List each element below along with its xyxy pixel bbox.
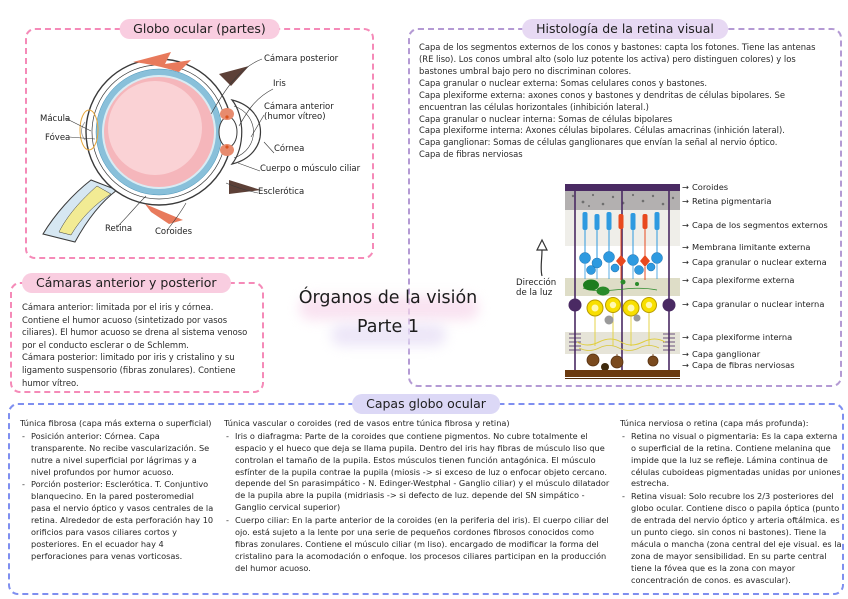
histologia-paragraph: Capa granular o nuclear interna: Somas d…	[419, 113, 673, 124]
leader-lines	[64, 58, 275, 230]
histologia-text: Capa de los segmentos externos de los co…	[419, 42, 831, 161]
camaras-line: Cámara posterior: limitado por iris y cr…	[22, 352, 236, 388]
arrow-right-icon	[682, 275, 692, 285]
column-tunica-vascular: Túnica vascular o coroides (red de vasos…	[224, 418, 612, 587]
title-highlight-pink	[299, 296, 479, 320]
arrow-right-icon	[682, 360, 692, 370]
eye-diagram	[42, 52, 275, 243]
retina-layer-label: Capa de fibras nerviosas	[682, 360, 795, 370]
label-macula: Mácula	[40, 114, 71, 124]
capas-section-title: Capas globo ocular	[352, 394, 500, 415]
arrow-right-icon	[682, 196, 692, 206]
retina-layer-label: Capa ganglionar	[682, 349, 760, 359]
column-tunica-nerviosa: Túnica nerviosa o retina (capa más profu…	[620, 418, 842, 587]
histologia-paragraph: Capa ganglionar: Somas de células gangli…	[419, 137, 778, 148]
retina-layer-label: Retina pigmentaria	[682, 196, 771, 206]
label-esclerotica: Esclerótica	[258, 187, 305, 197]
arrow-right-icon	[682, 220, 692, 230]
label-cuerpo-ciliar: Cuerpo o músculo ciliar	[260, 164, 361, 174]
histologia-section-title: Histología de la retina visual	[522, 19, 728, 40]
column-header: Túnica fibrosa (capa más externa o super…	[20, 418, 212, 428]
retina-layer-label: Capa plexiforme externa	[682, 275, 795, 285]
arrow-right-icon	[682, 349, 692, 359]
retina-layer-label: Capa de los segmentos externos	[682, 220, 828, 230]
column-header: Túnica nerviosa o retina (capa más profu…	[620, 418, 809, 428]
camaras-section-title: Cámaras anterior y posterior	[22, 273, 231, 294]
histologia-section: Histología de la retina visual Capa de l…	[408, 19, 842, 387]
arrow-right-icon	[682, 242, 692, 252]
page-title-line2: Parte 1	[356, 316, 419, 337]
camaras-section: Cámaras anterior y posterior Cámara ante…	[10, 273, 264, 393]
histologia-paragraph: Capa granular o nuclear externa: Somas c…	[419, 77, 708, 88]
light-direction-label: Dirección de la luz	[516, 278, 557, 299]
histologia-paragraph: Capa plexiforme interna: Axones células …	[419, 125, 785, 136]
page-title-line1: Órganos de la visión	[298, 288, 478, 308]
label-iris: Iris	[273, 79, 286, 89]
globo-ocular-section: Globo ocular (partes)	[25, 19, 374, 259]
title-highlight-lavender	[331, 324, 446, 346]
histologia-paragraph: Capa de fibras nerviosas	[419, 149, 523, 160]
retina-layers-diagram	[565, 184, 680, 379]
column-item: Posición anterior: Córnea. Capa transpar…	[20, 431, 216, 479]
capas-columns: Túnica fibrosa (capa más externa o super…	[10, 405, 842, 593]
label-coroides: Coroides	[155, 227, 193, 237]
label-fovea: Fóvea	[45, 133, 71, 143]
column-item: Iris o diafragma: Parte de la coroides q…	[224, 431, 612, 514]
retina-layer-label: Membrana limitante externa	[682, 242, 810, 252]
column-tunica-fibrosa: Túnica fibrosa (capa más externa o super…	[20, 418, 216, 587]
label-camara-posterior: Cámara posterior	[264, 54, 339, 64]
retina-layer-label: Capa plexiforme interna	[682, 332, 792, 342]
light-direction-arrow-icon	[536, 238, 548, 277]
camaras-line: Contiene el humor acuoso (sintetizado po…	[22, 314, 248, 350]
arrow-right-icon	[682, 332, 692, 342]
arrow-right-icon	[682, 182, 692, 192]
column-item: Retina no visual o pigmentaria: Es la ca…	[620, 431, 842, 490]
column-item: Cuerpo ciliar: En la parte anterior de l…	[224, 515, 612, 574]
retina-layer-label: Capa granular o nuclear interna	[682, 299, 824, 309]
histologia-paragraph: Capa plexiforme externa: axones conos y …	[419, 89, 785, 112]
column-header: Túnica vascular o coroides (red de vasos…	[224, 418, 510, 428]
label-retina: Retina	[105, 224, 133, 234]
globo-ocular-section-title: Globo ocular (partes)	[119, 19, 280, 40]
label-camara-anterior: Cámara anterior (humor vítreo)	[264, 102, 334, 123]
label-cornea: Córnea	[274, 144, 305, 154]
column-item: Retina visual: Solo recubre los 2/3 post…	[620, 491, 842, 586]
histologia-paragraph: Capa de los segmentos externos de los co…	[419, 42, 816, 76]
arrow-right-icon	[682, 257, 692, 267]
retina-layer-label: Capa granular o nuclear externa	[682, 257, 827, 267]
camaras-text: Cámara anterior: limitada por el iris y …	[22, 301, 252, 389]
capas-section: Capas globo ocular Túnica fibrosa (capa …	[8, 394, 844, 595]
page-title: Órganos de la visión Parte 1	[288, 288, 488, 337]
arrow-right-icon	[682, 299, 692, 309]
column-item: Porción posterior: Esclerótica. T. Conju…	[20, 479, 216, 562]
camaras-line: Cámara anterior: limitada por el iris y …	[22, 302, 214, 312]
retina-layer-label: Coroides	[682, 182, 728, 192]
